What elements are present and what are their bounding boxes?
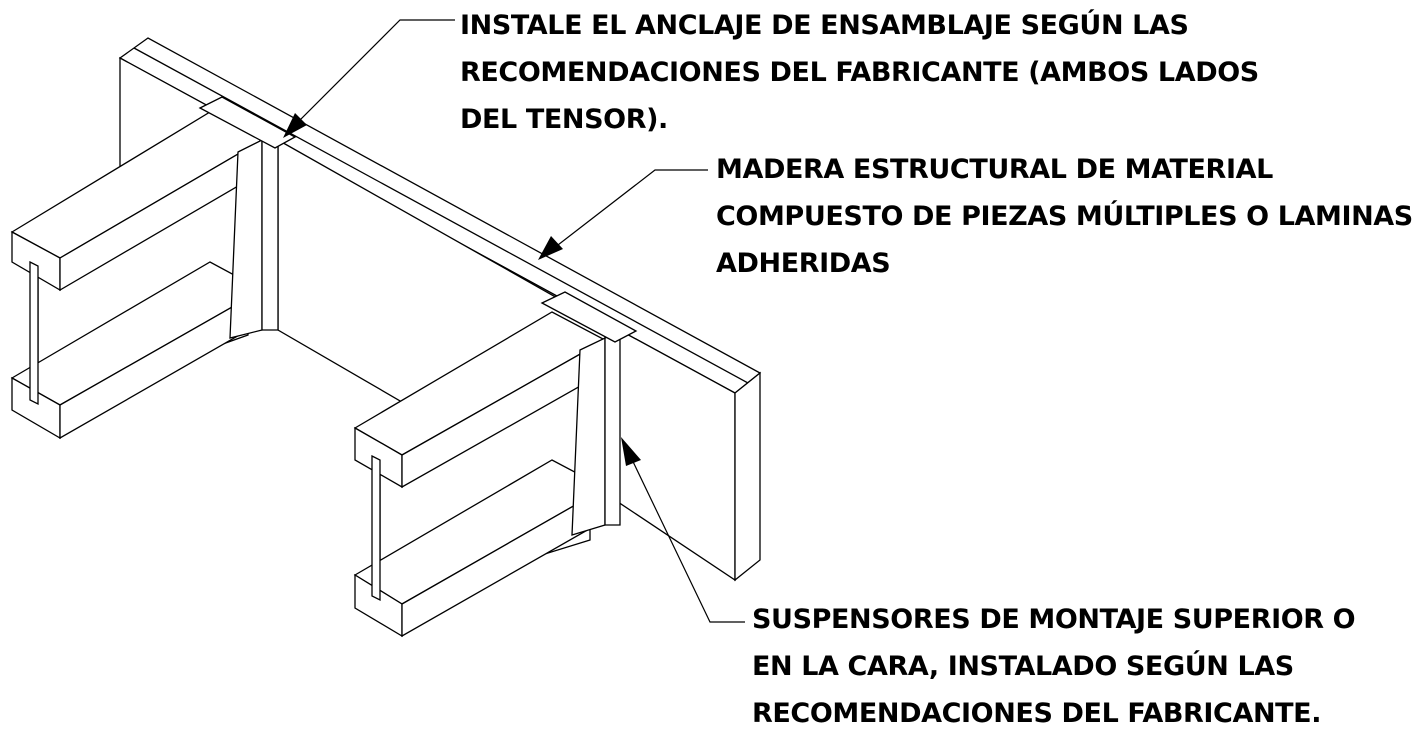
annotation-line: RECOMENDACIONES DEL FABRICANTE (AMBOS LA… (460, 57, 1259, 88)
header-beam-end-face (734, 371, 761, 582)
annotation-beam-note: MADERA ESTRUCTURAL DE MATERIAL COMPUESTO… (716, 146, 1413, 287)
leader-hangers (621, 437, 745, 623)
annotation-line: EN LA CARA, INSTALADO SEGÚN LAS (752, 651, 1294, 682)
right-joist (353, 291, 638, 638)
annotation-line: INSTALE EL ANCLAJE DE ENSAMBLAJE SEGÚN L… (460, 10, 1189, 41)
annotation-line: SUSPENSORES DE MONTAJE SUPERIOR O (752, 604, 1356, 635)
leader-beam (538, 169, 708, 260)
right-hanger-strap (604, 328, 621, 526)
annotation-line: RECOMENDACIONES DEL FABRICANTE. (752, 698, 1322, 729)
right-hanger-top-tab (540, 291, 638, 343)
left-joist-web-end (29, 260, 39, 406)
right-joist-web-end (371, 454, 381, 602)
leader-arrowhead (538, 236, 563, 260)
left-hanger-top-tab (198, 96, 297, 149)
leader-line (289, 19, 455, 131)
annotation-anchor-note: INSTALE EL ANCLAJE DE ENSAMBLAJE SEGÚN L… (460, 2, 1259, 143)
annotation-line: COMPUESTO DE PIEZAS MÚLTIPLES O LAMINAS (716, 201, 1413, 232)
leader-anchor (283, 19, 455, 138)
leader-arrowhead (621, 437, 641, 466)
leader-line (544, 169, 708, 256)
annotation-hangers-note: SUSPENSORES DE MONTAJE SUPERIOR O EN LA … (752, 596, 1356, 737)
leader-line (624, 444, 745, 623)
left-hanger-strap (261, 130, 279, 331)
leader-arrowhead (283, 113, 307, 138)
annotation-line: MADERA ESTRUCTURAL DE MATERIAL (716, 154, 1273, 185)
header-beam-lamination-line (133, 47, 749, 384)
left-joist (10, 96, 297, 440)
annotation-line: ADHERIDAS (716, 248, 891, 279)
annotation-line: DEL TENSOR). (460, 104, 668, 135)
